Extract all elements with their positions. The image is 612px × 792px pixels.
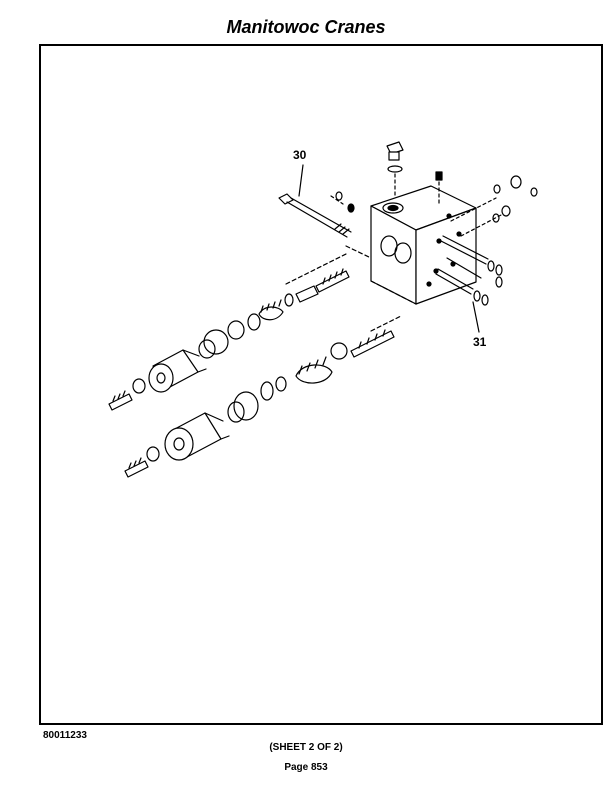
page-number: Page 853: [284, 762, 328, 773]
callout-31-leader: [472, 301, 480, 333]
small-bolts-and-orings: [330, 191, 503, 306]
top-plug: [386, 141, 404, 197]
sheet-indicator: (SHEET 2 OF 2): [269, 742, 343, 753]
callout-31: 31: [473, 335, 487, 349]
diagram-frame: 30 31: [39, 44, 603, 725]
callout-30-leader: [298, 164, 304, 197]
set-screw: [435, 171, 443, 181]
valve-block: [345, 185, 477, 305]
drawing-number: 80011233: [43, 730, 87, 741]
page-header-title: Manitowoc Cranes: [226, 17, 386, 37]
lower-cartridge: [124, 315, 402, 478]
long-bolt: [278, 193, 352, 238]
right-plugs: [450, 175, 538, 237]
upper-cartridge: [108, 253, 350, 411]
exploded-parts-diagram: 30 31: [108, 141, 538, 478]
callout-30: 30: [293, 148, 307, 162]
